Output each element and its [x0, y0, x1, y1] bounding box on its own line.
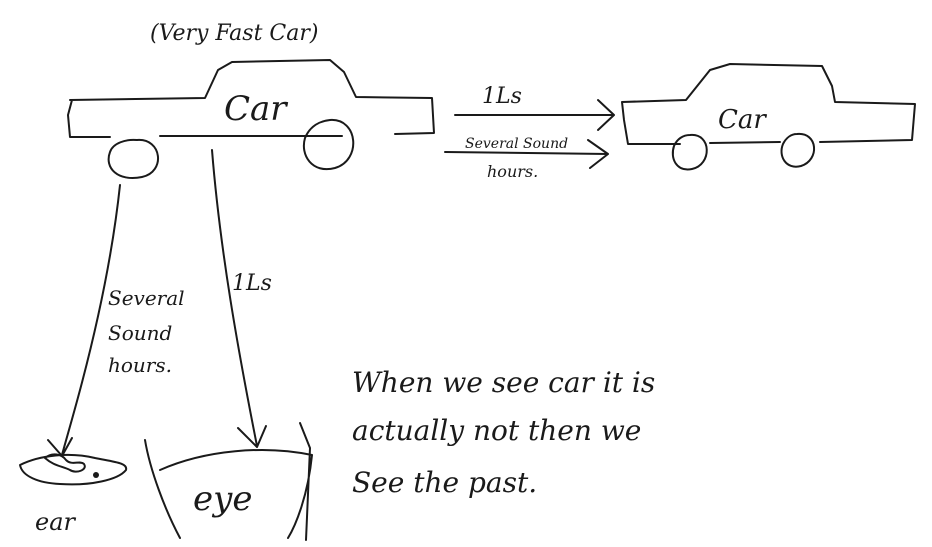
- arrow-ear-label-3: hours.: [108, 353, 172, 377]
- car-large: Car: [67, 59, 435, 180]
- note: When we see car it is actually not then …: [352, 366, 655, 499]
- arrow-eye-label: 1Ls: [232, 271, 272, 296]
- ear-shape: [19, 453, 128, 486]
- note-line-3: See the past.: [352, 466, 537, 499]
- eye-label: eye: [193, 479, 252, 519]
- car-small-label: Car: [718, 105, 767, 135]
- ear-label: ear: [35, 508, 77, 536]
- arrow-ear-label-1: Several: [108, 286, 185, 310]
- arrow-to-eye: 1Ls: [211, 149, 272, 448]
- arrow-light-label: 1Ls: [482, 84, 522, 109]
- note-line-1: When we see car it is: [352, 366, 655, 399]
- arrow-sound-label-1: Several Sound: [465, 136, 568, 152]
- note-line-2: actually not then we: [352, 414, 641, 447]
- title-label: (Very Fast Car): [150, 21, 318, 46]
- ear-dot: [93, 472, 99, 478]
- arrow-sound-label-2: hours.: [487, 162, 538, 181]
- car-large-front-wheel: [302, 118, 355, 171]
- car-small-rear-wheel: [671, 133, 708, 171]
- arrow-light: 1Ls: [454, 84, 615, 131]
- ear-drawing: ear: [19, 453, 128, 536]
- car-large-body: [67, 59, 435, 138]
- car-large-rear-wheel: [107, 138, 159, 180]
- arrow-to-ear: Several Sound hours.: [47, 184, 185, 457]
- arrow-sound: Several Sound hours.: [444, 136, 609, 181]
- eye-drawing: eye: [144, 422, 313, 541]
- car-small-front-wheel: [780, 132, 816, 168]
- car-small: Car: [621, 63, 916, 171]
- car-small-body: [621, 63, 916, 145]
- car-large-label: Car: [224, 89, 288, 129]
- eye-shape: [144, 422, 313, 541]
- arrow-ear-label-2: Sound: [108, 321, 172, 345]
